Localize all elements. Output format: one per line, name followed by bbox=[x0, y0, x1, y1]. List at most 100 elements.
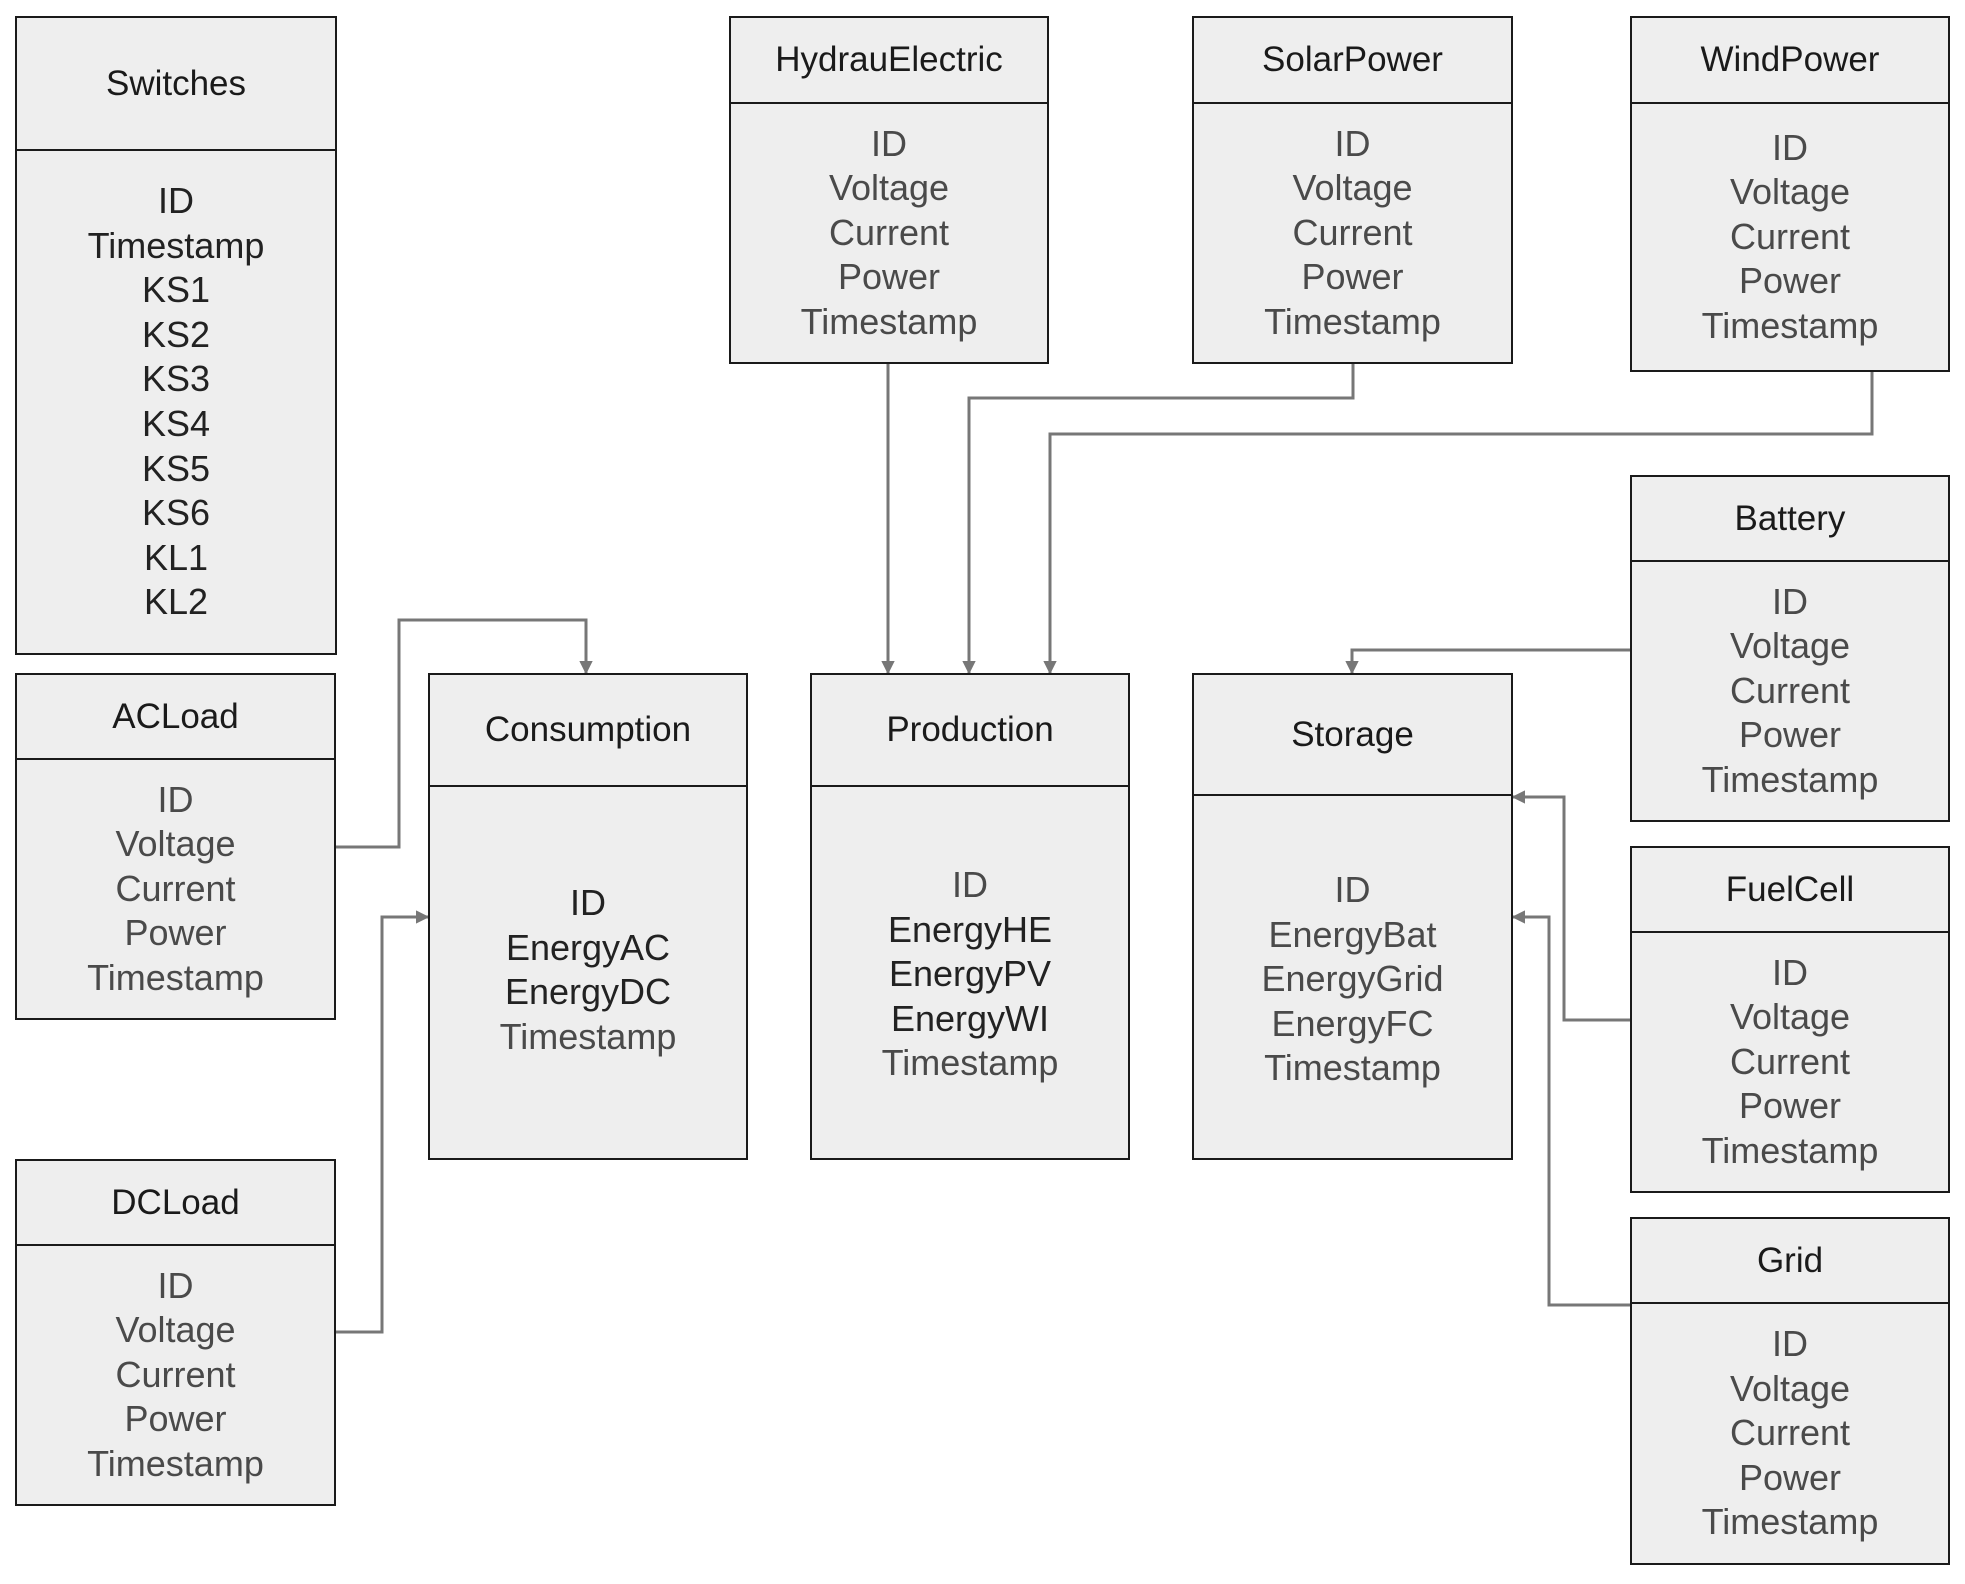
field-ks5: KS5 bbox=[141, 447, 211, 489]
field-timestamp: Timestamp bbox=[1701, 1129, 1879, 1171]
field-voltage: Voltage bbox=[1292, 167, 1413, 209]
connector-solarpower-to-production bbox=[962, 364, 1355, 675]
field-kl2: KL2 bbox=[143, 581, 209, 623]
field-energybat: EnergyBat bbox=[1268, 913, 1437, 955]
field-id: ID bbox=[570, 882, 606, 923]
field-energyac: EnergyAC bbox=[505, 926, 671, 968]
field-power: Power bbox=[1738, 714, 1842, 756]
field-id: ID bbox=[952, 864, 988, 905]
entity-storage-fields: ID EnergyBat EnergyGrid EnergyFC Timesta… bbox=[1194, 796, 1511, 1158]
field-voltage: Voltage bbox=[1729, 625, 1851, 667]
entity-acload-fields: ID Voltage Current Power Timestamp bbox=[17, 760, 334, 1018]
field-timestamp: Timestamp bbox=[1701, 304, 1879, 346]
field-id: ID bbox=[1334, 122, 1371, 164]
entity-battery-header: Battery bbox=[1632, 477, 1948, 562]
field-power: Power bbox=[1738, 260, 1842, 302]
entity-dcload-header: DCLoad bbox=[17, 1161, 334, 1246]
field-current: Current bbox=[115, 867, 236, 909]
entity-grid[interactable]: Grid ID Voltage Current Power Timestamp bbox=[1630, 1217, 1950, 1565]
entity-battery-fields: ID Voltage Current Power Timestamp bbox=[1632, 562, 1948, 820]
field-id: ID bbox=[157, 778, 194, 820]
entity-switches-fields: ID Timestamp KS1 KS2 KS3 KS4 KS5 KS6 KL1… bbox=[17, 151, 335, 653]
entity-acload[interactable]: ACLoad ID Voltage Current Power Timestam… bbox=[15, 673, 336, 1020]
entity-solarpower-fields: ID Voltage Current Power Timestamp bbox=[1194, 104, 1511, 362]
field-energyfc: EnergyFC bbox=[1271, 1002, 1434, 1044]
entity-hydraulelectric[interactable]: HydrauElectric ID Voltage Current Power … bbox=[729, 16, 1049, 364]
entity-switches-header: Switches bbox=[17, 18, 335, 151]
field-timestamp: Timestamp bbox=[881, 1042, 1059, 1084]
field-current: Current bbox=[1729, 215, 1851, 257]
connector-grid-to-storage bbox=[1511, 910, 1630, 1307]
field-timestamp: Timestamp bbox=[1701, 758, 1879, 800]
field-power: Power bbox=[1301, 256, 1404, 298]
field-energyhe: EnergyHE bbox=[887, 908, 1053, 950]
entity-windpower-fields: ID Voltage Current Power Timestamp bbox=[1632, 104, 1948, 370]
field-voltage: Voltage bbox=[1729, 1367, 1851, 1409]
field-voltage: Voltage bbox=[115, 1309, 236, 1351]
entity-dcload-fields: ID Voltage Current Power Timestamp bbox=[17, 1246, 334, 1504]
entity-fuelcell-fields: ID Voltage Current Power Timestamp bbox=[1632, 933, 1948, 1191]
entity-battery[interactable]: Battery ID Voltage Current Power Timesta… bbox=[1630, 475, 1950, 822]
field-power: Power bbox=[1738, 1456, 1842, 1498]
entity-windpower[interactable]: WindPower ID Voltage Current Power Times… bbox=[1630, 16, 1950, 372]
field-power: Power bbox=[837, 256, 941, 298]
field-current: Current bbox=[1729, 669, 1851, 711]
field-current: Current bbox=[115, 1353, 236, 1395]
connector-windpower-to-production bbox=[1043, 372, 1874, 675]
field-energywi: EnergyWI bbox=[890, 997, 1050, 1039]
connector-dcload-to-consumption bbox=[336, 910, 430, 1334]
entity-production[interactable]: Production ID EnergyHE EnergyPV EnergyWI… bbox=[810, 673, 1130, 1160]
entity-switches[interactable]: Switches ID Timestamp KS1 KS2 KS3 KS4 KS… bbox=[15, 16, 337, 655]
field-id: ID bbox=[871, 122, 907, 164]
entity-production-title: Production bbox=[886, 710, 1054, 749]
field-timestamp: Timestamp bbox=[499, 1015, 677, 1057]
field-current: Current bbox=[1729, 1412, 1851, 1454]
entity-production-header: Production bbox=[812, 675, 1128, 787]
entity-solarpower[interactable]: SolarPower ID Voltage Current Power Time… bbox=[1192, 16, 1513, 364]
entity-fuelcell-header: FuelCell bbox=[1632, 848, 1948, 933]
field-id: ID bbox=[1772, 1323, 1808, 1365]
entity-hydraulelectric-fields: ID Voltage Current Power Timestamp bbox=[731, 104, 1047, 362]
entity-solarpower-header: SolarPower bbox=[1194, 18, 1511, 104]
connector-battery-to-storage bbox=[1345, 648, 1630, 675]
entity-windpower-title: WindPower bbox=[1700, 40, 1880, 79]
entity-fuelcell[interactable]: FuelCell ID Voltage Current Power Timest… bbox=[1630, 846, 1950, 1193]
connector-acload-to-consumption bbox=[336, 618, 593, 849]
entity-hydraulelectric-header: HydrauElectric bbox=[731, 18, 1047, 104]
entity-consumption[interactable]: Consumption ID EnergyAC EnergyDC Timesta… bbox=[428, 673, 748, 1160]
field-id: ID bbox=[1772, 126, 1808, 168]
field-ks4: KS4 bbox=[141, 403, 211, 444]
entity-storage-header: Storage bbox=[1194, 675, 1511, 796]
field-ks2: KS2 bbox=[141, 313, 211, 355]
field-id: ID bbox=[1334, 869, 1371, 910]
entity-solarpower-title: SolarPower bbox=[1262, 40, 1443, 79]
field-power: Power bbox=[124, 1398, 227, 1440]
entity-storage[interactable]: Storage ID EnergyBat EnergyGrid EnergyFC… bbox=[1192, 673, 1513, 1160]
entity-dcload[interactable]: DCLoad ID Voltage Current Power Timestam… bbox=[15, 1159, 336, 1506]
field-id: ID bbox=[1772, 951, 1808, 993]
field-voltage: Voltage bbox=[1729, 996, 1851, 1038]
entity-storage-title: Storage bbox=[1291, 714, 1414, 754]
entity-acload-header: ACLoad bbox=[17, 675, 334, 760]
field-id: ID bbox=[158, 180, 194, 222]
field-power: Power bbox=[1738, 1085, 1842, 1127]
field-timestamp: Timestamp bbox=[1264, 300, 1441, 342]
field-id: ID bbox=[157, 1264, 194, 1306]
field-timestamp: Timestamp bbox=[1264, 1047, 1441, 1089]
field-timestamp: Timestamp bbox=[1701, 1501, 1879, 1543]
entity-windpower-header: WindPower bbox=[1632, 18, 1948, 104]
field-kl1: KL1 bbox=[143, 536, 209, 578]
entity-grid-header: Grid bbox=[1632, 1219, 1948, 1304]
entity-consumption-title: Consumption bbox=[484, 710, 692, 749]
field-ks6: KS6 bbox=[141, 492, 211, 534]
connector-fuelcell-to-storage bbox=[1511, 790, 1630, 1022]
field-voltage: Voltage bbox=[115, 823, 236, 865]
field-energygrid: EnergyGrid bbox=[1261, 958, 1444, 1000]
field-energydc: EnergyDC bbox=[504, 971, 672, 1013]
field-id: ID bbox=[1772, 580, 1808, 622]
field-current: Current bbox=[1292, 211, 1413, 253]
field-ks1: KS1 bbox=[141, 269, 211, 311]
entity-grid-title: Grid bbox=[1756, 1240, 1824, 1280]
